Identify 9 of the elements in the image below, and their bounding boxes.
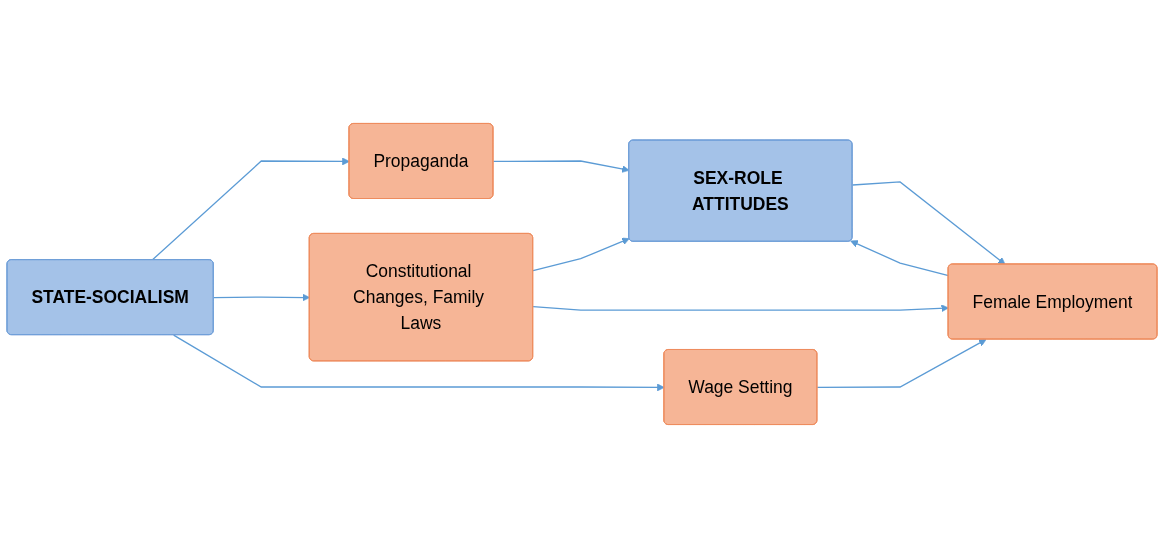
arrow xyxy=(532,237,630,272)
arrow xyxy=(816,339,987,389)
arrow xyxy=(173,334,665,392)
arrow xyxy=(851,181,1006,265)
arrow xyxy=(213,293,311,302)
arrow xyxy=(492,160,630,173)
arrow xyxy=(532,304,949,313)
arrow xyxy=(850,240,950,277)
arrow xyxy=(151,157,350,261)
